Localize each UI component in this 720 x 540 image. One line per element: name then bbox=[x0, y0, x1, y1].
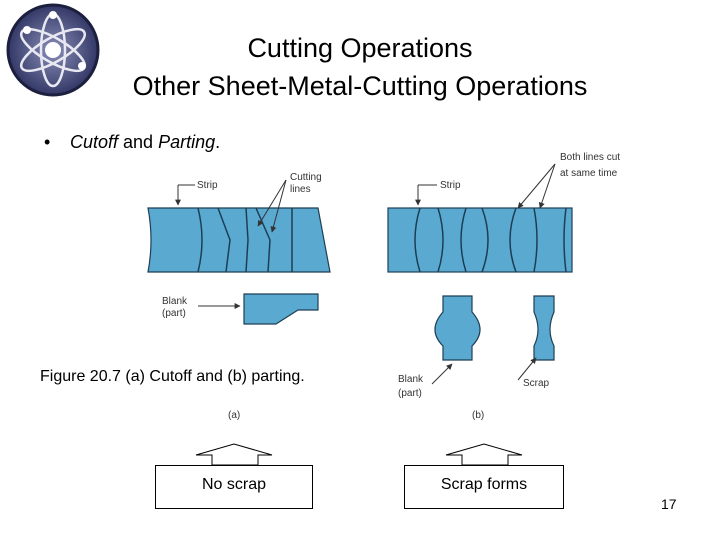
slide-title: Cutting Operations bbox=[247, 33, 473, 63]
callout-pointer-a bbox=[195, 443, 273, 466]
parting-scrap-piece bbox=[533, 295, 555, 361]
parting-blank-part bbox=[434, 295, 481, 361]
label-blank-b-1: Blank bbox=[398, 374, 424, 385]
bullet-end: . bbox=[215, 132, 221, 152]
bullet-symbol: • bbox=[44, 132, 51, 152]
label-letter-b: (b) bbox=[472, 410, 484, 421]
cutoff-strip bbox=[147, 207, 331, 273]
figure-caption: Figure 20.7 (a) Cutoff and (b) parting. bbox=[40, 368, 305, 385]
label-blank-a-2: (part) bbox=[162, 308, 186, 319]
atom-logo-icon bbox=[6, 3, 100, 97]
bullet-connector: and bbox=[118, 132, 159, 152]
page-number: 17 bbox=[661, 496, 677, 512]
bullet-term-parting: Parting bbox=[158, 132, 216, 152]
label-both-lines-2: at same time bbox=[560, 168, 618, 179]
callout-box-scrap-forms: Scrap forms bbox=[404, 465, 564, 509]
label-strip-a: Strip bbox=[197, 180, 218, 191]
callout-text-no-scrap: No scrap bbox=[201, 476, 267, 493]
bullet-term-cutoff: Cutoff bbox=[70, 132, 119, 152]
parting-strip bbox=[387, 207, 573, 273]
label-letter-a: (a) bbox=[228, 410, 240, 421]
label-scrap: Scrap bbox=[523, 378, 550, 389]
slide-subtitle: Other Sheet-Metal-Cutting Operations bbox=[132, 71, 588, 101]
label-cutting-lines-2: lines bbox=[290, 184, 311, 195]
callout-pointer-b bbox=[445, 443, 523, 466]
callout-text-scrap-forms: Scrap forms bbox=[440, 476, 528, 493]
callout-box-no-scrap: No scrap bbox=[155, 465, 313, 509]
cutoff-blank-part bbox=[243, 293, 319, 325]
label-cutting-lines-1: Cutting bbox=[290, 172, 322, 183]
label-strip-b: Strip bbox=[440, 180, 461, 191]
bullet-item: • Cutoff and Parting. bbox=[44, 130, 220, 154]
label-both-lines-1: Both lines cut bbox=[560, 152, 620, 163]
label-blank-b-2: (part) bbox=[398, 388, 422, 399]
label-blank-a-1: Blank bbox=[162, 296, 188, 307]
